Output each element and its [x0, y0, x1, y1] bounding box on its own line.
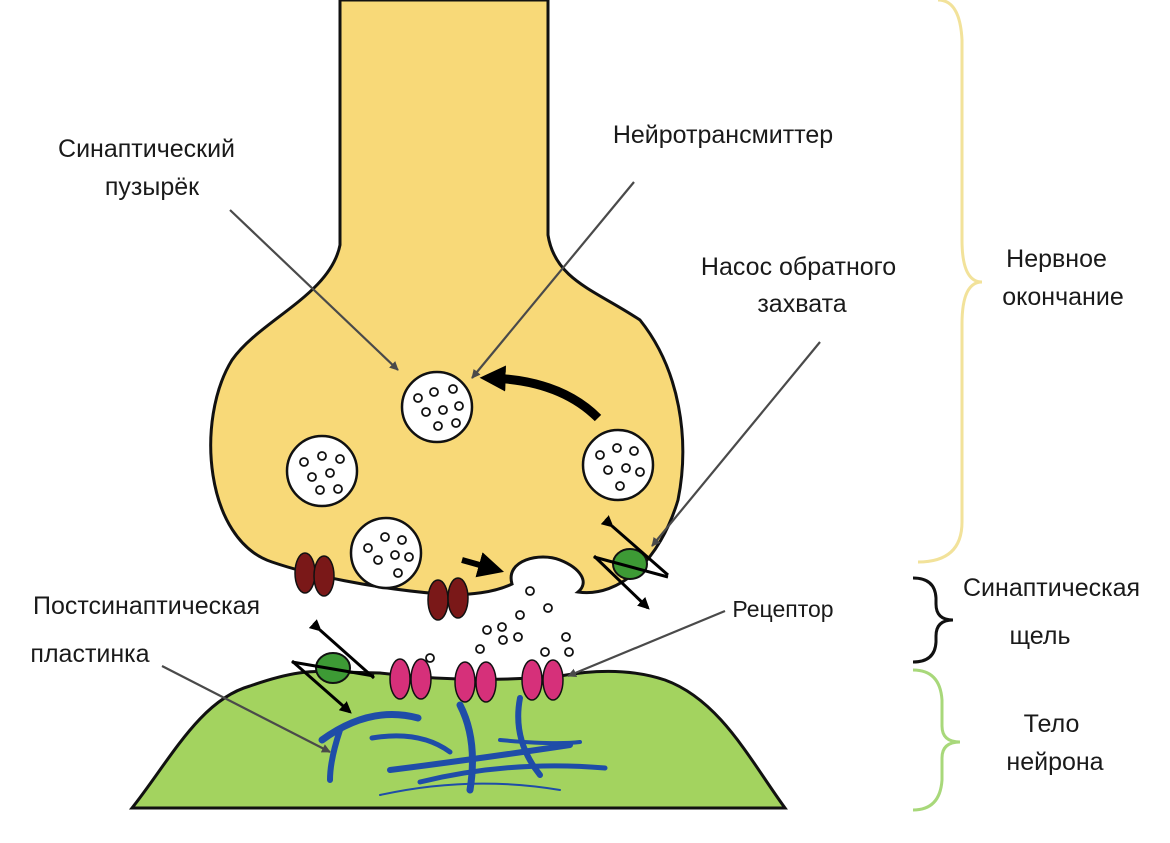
release-arrow: [461, 552, 505, 578]
synaptic-vesicle: [400, 370, 474, 444]
reuptake-pump: [291, 619, 375, 714]
synaptic-vesicle: [349, 516, 423, 590]
postsynaptic-plate-pointer: [161, 665, 331, 753]
recycle-arrow: [479, 365, 602, 422]
vesicle-pointer: [229, 209, 399, 371]
postsynaptic-plate-label: Постсинаптическая пластинка: [30, 592, 267, 668]
cytoskeleton-filaments: [318, 695, 608, 796]
synaptic-cleft-brace: [912, 576, 954, 664]
neurotransmitter-molecules: [425, 586, 574, 663]
receptor: [521, 659, 564, 701]
reuptake-pump: [592, 515, 669, 610]
neurotransmitter-label: Нейротрансмиттер: [613, 121, 833, 149]
neuron-body-label: Тело нейрона: [1006, 710, 1103, 776]
nerve-ending-label: Нервное окончание: [1002, 245, 1123, 311]
reuptake-pump-pointer: [651, 341, 821, 547]
receptor: [389, 658, 432, 700]
synaptic-vesicle: [285, 434, 359, 508]
reuptake-pump-label: Насос обратного захвата: [701, 253, 903, 318]
synaptic-cleft-label: Синаптическая щель: [963, 574, 1147, 650]
receptor-label: Рецептор: [732, 596, 833, 622]
neurotransmitter-pointer: [471, 181, 635, 379]
receptor-pointer: [567, 609, 726, 678]
vesicle-label: Синаптический пузырёк: [58, 135, 242, 201]
presynaptic-terminal-shape: [209, 0, 685, 596]
receptor: [454, 661, 497, 703]
nerve-ending-brace: [917, 0, 983, 564]
presynaptic-channel: [294, 552, 335, 597]
neuron-body-brace: [912, 668, 961, 812]
synaptic-vesicle: [581, 428, 655, 502]
presynaptic-channel: [427, 577, 469, 621]
